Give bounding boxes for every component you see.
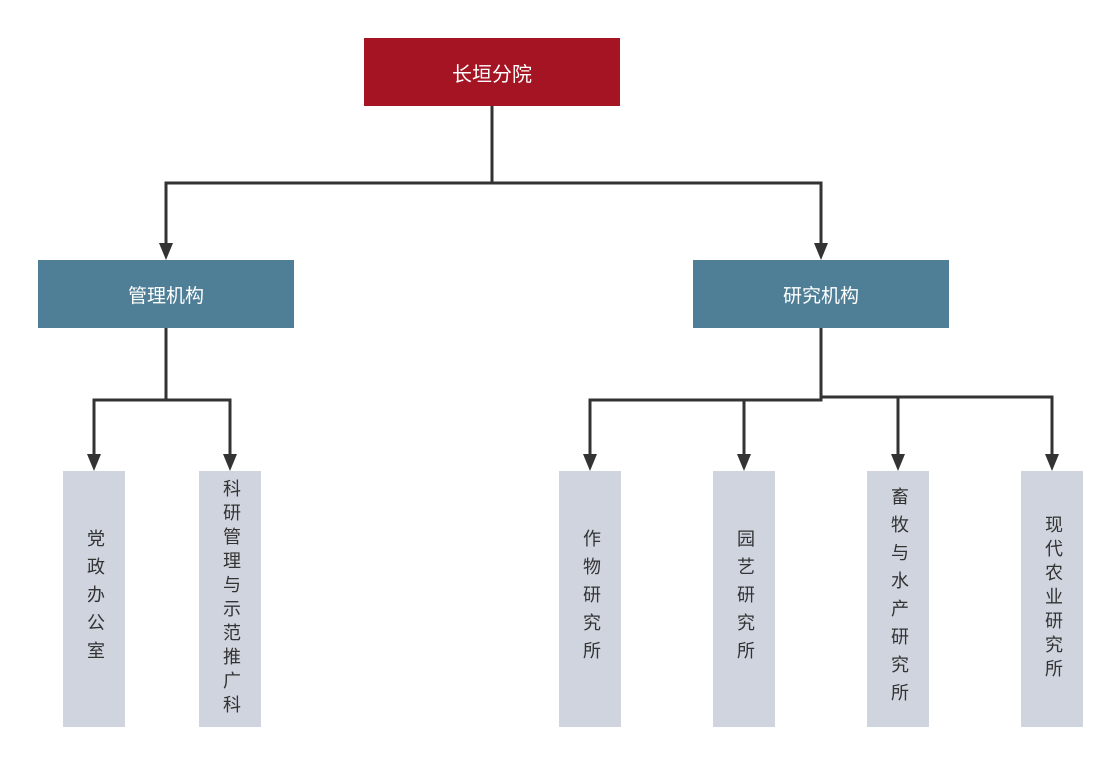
- leaf-node: 园艺研究所: [713, 471, 775, 727]
- leaf-label: 科研管理与示范推广科: [220, 479, 241, 719]
- leaf-label: 畜牧与水产研究所: [888, 487, 909, 711]
- branch-node-management: 管理机构: [38, 260, 294, 328]
- arrow-to-leaf-1-0: [583, 454, 597, 471]
- arrow-to-branch-1: [814, 243, 828, 260]
- leaf-label: 现代农业研究所: [1042, 515, 1063, 683]
- leaf-node: 现代农业研究所: [1021, 471, 1083, 727]
- arrow-to-leaf-1-3: [1045, 454, 1059, 471]
- arrow-to-leaf-0-1: [223, 454, 237, 471]
- root-node: 长垣分院: [364, 38, 620, 106]
- branch-node-research: 研究机构: [693, 260, 949, 328]
- arrow-to-branch-0: [159, 243, 173, 260]
- arrow-to-leaf-1-2: [891, 454, 905, 471]
- root-label: 长垣分院: [452, 61, 532, 86]
- branch-label: 管理机构: [127, 284, 204, 307]
- arrow-to-leaf-1-1: [737, 454, 751, 471]
- leaf-label: 作物研究所: [580, 529, 601, 669]
- leaf-node: 畜牧与水产研究所: [867, 471, 929, 727]
- leaf-node: 作物研究所: [559, 471, 621, 727]
- branch-label: 研究机构: [782, 284, 859, 307]
- arrow-to-leaf-0-0: [87, 454, 101, 471]
- leaf-label: 园艺研究所: [734, 529, 755, 669]
- leaf-label: 党政办公室: [84, 529, 105, 669]
- leaf-node: 科研管理与示范推广科: [199, 471, 261, 727]
- leaf-node: 党政办公室: [63, 471, 125, 727]
